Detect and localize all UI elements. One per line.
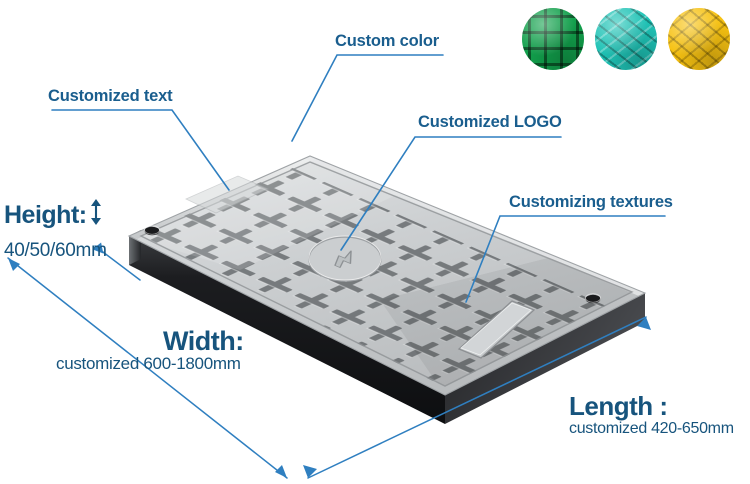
leader-customizing-textures	[465, 215, 666, 303]
length-arrowhead-end	[637, 317, 651, 330]
swatch-gloss	[668, 8, 730, 70]
callout-customizing-textures: Customizing textures	[509, 193, 673, 211]
length-dimension-line	[307, 316, 647, 479]
swatch-gloss	[595, 8, 657, 70]
cover-logo-medallion	[308, 235, 382, 282]
width-dimension-label: Width:	[163, 328, 244, 355]
dimension-lines	[7, 242, 651, 479]
length-dimension-label: Length :	[569, 393, 668, 419]
leader-customized-text	[51, 109, 230, 191]
leader-custom-color	[291, 54, 444, 142]
swatch-pattern-diamond-tread	[595, 8, 657, 70]
color-swatch-yellow[interactable]	[668, 8, 730, 70]
cover-right-side	[445, 293, 645, 424]
vertical-double-arrow-icon	[89, 199, 103, 229]
logo-glyph	[334, 250, 352, 268]
width-title: Width:	[163, 326, 244, 356]
width-dimension-line	[7, 257, 288, 479]
length-value: customized 420-650mm	[569, 420, 734, 437]
width-arrowhead-end	[275, 465, 287, 478]
callout-customized-text: Customized text	[48, 87, 173, 105]
height-value: 40/50/60mm	[4, 240, 107, 261]
color-swatch-row	[522, 8, 730, 70]
length-arrowhead-start	[303, 465, 317, 478]
customized-text-plate	[185, 175, 269, 214]
height-title: Height:	[4, 200, 87, 229]
length-title: Length :	[569, 391, 668, 421]
height-arrowhead	[92, 242, 104, 254]
callout-customized-logo: Customized LOGO	[418, 113, 562, 131]
lifting-hole-left	[144, 225, 160, 236]
swatch-pattern-cross-grid	[522, 8, 584, 70]
cover-rim-highlight-right	[306, 156, 645, 296]
height-dimension-label: Height:	[4, 199, 103, 230]
cover-front-side	[129, 236, 445, 424]
width-arrowhead-start	[8, 258, 20, 271]
leader-customized-logo	[340, 136, 562, 251]
color-swatch-green[interactable]	[522, 8, 584, 70]
swatch-gloss	[522, 8, 584, 70]
manhole-cover-body	[127, 155, 647, 424]
swatch-pattern-diamond-tread	[668, 8, 730, 70]
lifting-hole-right	[585, 293, 601, 304]
width-value: customized 600-1800mm	[56, 354, 241, 373]
callout-custom-color: Custom color	[335, 32, 439, 50]
leader-lines	[51, 54, 666, 303]
recessed-texture-panel	[457, 300, 536, 359]
color-swatch-teal[interactable]	[595, 8, 657, 70]
